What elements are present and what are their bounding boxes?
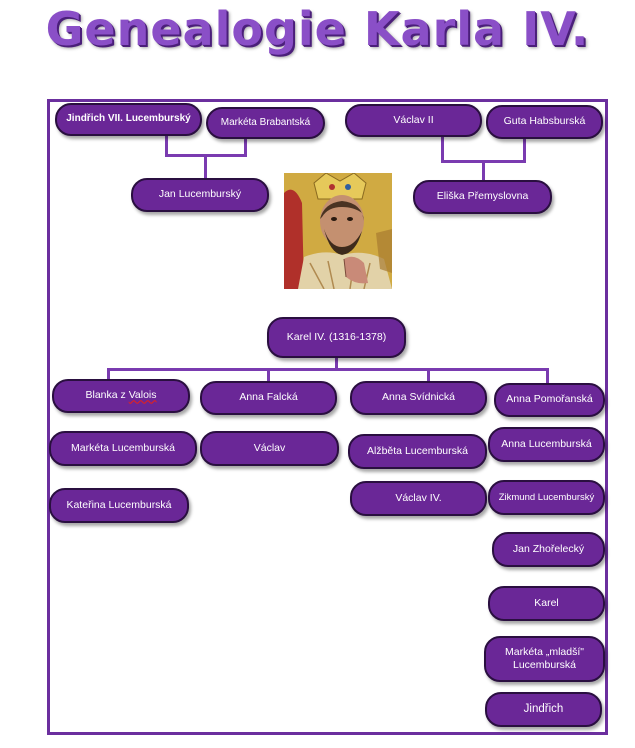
node-alzbeta-lucemburska[interactable]: Alžběta Lucemburská	[348, 434, 487, 469]
node-guta-habsburska[interactable]: Guta Habsburská	[486, 105, 603, 139]
connector	[427, 371, 430, 383]
node-anna-lucemburska[interactable]: Anna Lucemburská	[488, 427, 605, 462]
node-marketa-brabantska[interactable]: Markéta Brabantská	[206, 107, 325, 139]
node-jan-zhorelecky[interactable]: Jan Zhořelecký	[492, 532, 605, 567]
portrait-image	[284, 173, 392, 289]
blanka-valois: Valois	[128, 389, 157, 402]
node-karel-iv[interactable]: Karel IV. (1316-1378)	[267, 317, 406, 358]
node-zikmund-lucembursky[interactable]: Zikmund Lucemburský	[488, 480, 605, 515]
connector	[441, 136, 444, 162]
connector	[482, 160, 485, 182]
node-katerina-lucemburska[interactable]: Kateřina Lucemburská	[49, 488, 189, 523]
node-eliska-premyslovna[interactable]: Eliška Přemyslovna	[413, 180, 552, 214]
node-jan-lucembursky[interactable]: Jan Lucemburský	[131, 178, 269, 212]
connector	[267, 368, 270, 382]
connector	[244, 136, 247, 156]
connector	[107, 368, 548, 371]
blanka-prefix: Blanka z	[85, 389, 129, 402]
node-anna-pomoranska[interactable]: Anna Pomořanská	[494, 383, 605, 417]
node-vaclav-iv[interactable]: Václav IV.	[350, 481, 487, 516]
node-vaclav-ii[interactable]: Václav II	[345, 104, 482, 137]
diagram-frame	[47, 99, 608, 735]
connector	[523, 136, 526, 162]
connector	[165, 136, 168, 156]
node-jindrich-vii[interactable]: Jindřich VII. Lucemburský	[55, 103, 202, 136]
connector	[204, 154, 207, 180]
node-jindrich[interactable]: Jindřich	[485, 692, 602, 727]
node-marketa-mladsi[interactable]: Markéta „mladší" Lucemburská	[484, 636, 605, 682]
node-vaclav[interactable]: Václav	[200, 431, 339, 466]
portrait-image-art	[284, 173, 392, 289]
connector	[107, 368, 110, 382]
node-anna-falcka[interactable]: Anna Falcká	[200, 381, 337, 415]
connector	[546, 368, 549, 384]
node-marketa-lucemburska[interactable]: Markéta Lucemburská	[49, 431, 197, 466]
page-title: Genealogie Karla IV.	[45, 2, 590, 56]
node-anna-svidnicka[interactable]: Anna Svídnická	[350, 381, 487, 415]
connector	[335, 356, 338, 370]
node-blanka-z-valois[interactable]: Blanka z Valois	[52, 379, 190, 413]
node-karel[interactable]: Karel	[488, 586, 605, 621]
